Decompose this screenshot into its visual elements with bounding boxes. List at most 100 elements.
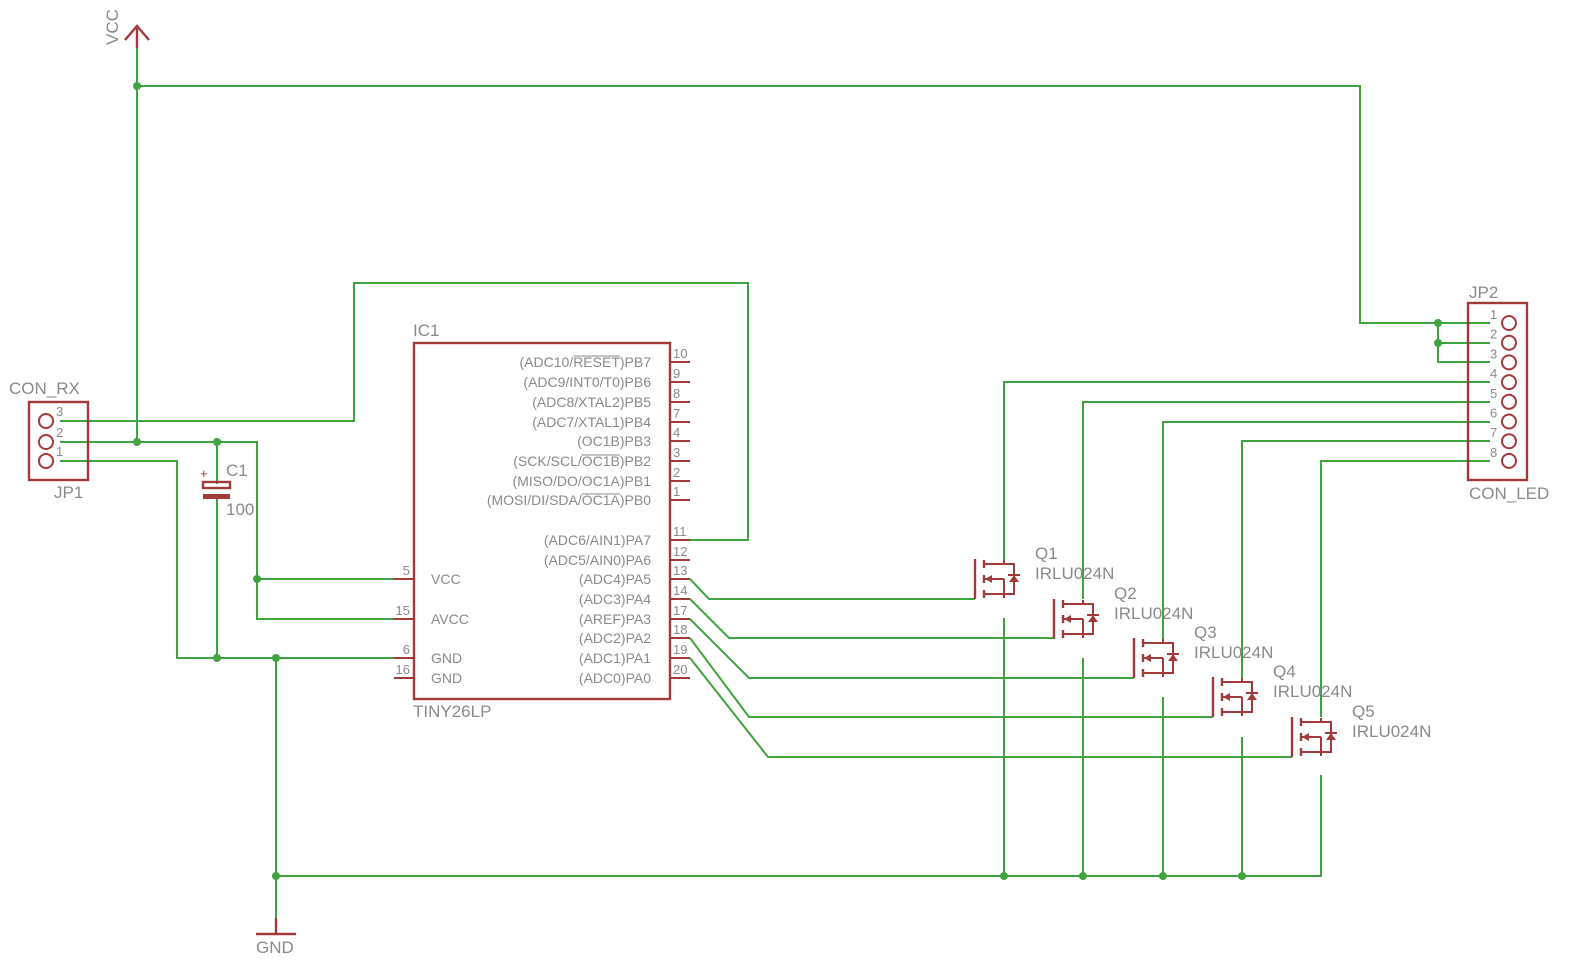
ic1-pin-number: 19 <box>673 642 687 657</box>
pa4-to-q2-wire <box>689 598 1054 639</box>
ic1-pin-label: (ADC9/INT0/T0)PB6 <box>523 374 651 390</box>
q3-drain-wire <box>1162 421 1490 639</box>
ic1-pin-number: 13 <box>673 563 687 578</box>
ic1-pin-number: 6 <box>403 642 410 657</box>
jp1-connector: CON_RX 3 2 1 JP1 <box>9 379 90 502</box>
jp2-pin-circle <box>1501 334 1517 351</box>
wires <box>60 48 1490 918</box>
ic1-pin-number: 1 <box>673 484 680 499</box>
gnd-rail-wire <box>276 775 1322 877</box>
jp2-pin-circle <box>1501 354 1517 371</box>
mosfet-ref: Q1 <box>1035 544 1058 563</box>
jp2-pin-circle <box>1501 393 1517 410</box>
mosfet-part: IRLU024N <box>1273 682 1352 701</box>
jp1-body <box>27 400 90 482</box>
jp2-pin3-wire <box>1437 343 1490 363</box>
gnd-label: GND <box>256 938 294 957</box>
ic1-pin-number: 14 <box>673 583 687 598</box>
junctions <box>133 82 1442 880</box>
mosfet-arrow-icon <box>1223 693 1230 701</box>
jp2-pin-number: 8 <box>1490 445 1497 460</box>
ic1-pin-label: (ADC4)PA5 <box>579 571 651 587</box>
ic1-pin-number: 17 <box>673 603 687 618</box>
ic1-pin-number: 12 <box>673 544 687 559</box>
ic1-pin-number: 9 <box>673 366 680 381</box>
jp1-pin1-circle <box>38 453 54 469</box>
ic1-pin-label: GND <box>431 650 462 666</box>
ic1-pin-label: (ADC5/AIN0)PA6 <box>544 552 651 568</box>
jp2-pin-number: 6 <box>1490 406 1497 421</box>
c1-plus-sign: + <box>200 466 208 481</box>
ic1-right-pins: 10(ADC10/RESET)PB79(ADC9/INT0/T0)PB68(AD… <box>487 346 690 686</box>
pa5-to-q1-wire <box>689 578 975 600</box>
jp1-gnd-wire <box>60 460 396 659</box>
ic1-pin-number: 2 <box>673 465 680 480</box>
ic1-pin-label: (OC1B)PB3 <box>577 433 651 449</box>
ic1-pin-number: 7 <box>673 406 680 421</box>
ic1-pin-number: 18 <box>673 622 687 637</box>
jp2-pin-circle <box>1501 413 1517 430</box>
ic1-pin-label: (ADC0)PA0 <box>579 670 651 686</box>
ic1-pin-number: 15 <box>396 603 410 618</box>
mosfet-ref: Q3 <box>1194 623 1217 642</box>
ic1-pin-number: 11 <box>673 524 687 539</box>
q2-drain-wire <box>1082 401 1490 599</box>
jp1-pin-num: 3 <box>56 404 63 419</box>
vcc-symbol: VCC <box>103 9 150 48</box>
ic1-part: TINY26LP <box>413 702 491 721</box>
mosfet-ref: Q5 <box>1352 702 1375 721</box>
ic1-chip: IC1 TINY26LP 10(ADC10/RESET)PB79(ADC9/IN… <box>394 321 690 721</box>
mosfet-ref: Q4 <box>1273 662 1296 681</box>
mosfet-ref: Q2 <box>1114 584 1137 603</box>
mosfet-diode-icon <box>1168 654 1178 661</box>
c1-ref: C1 <box>226 461 248 480</box>
ic1-pin-label: (ADC2)PA2 <box>579 630 651 646</box>
jp2-pin-circle <box>1501 433 1517 450</box>
c1-plate-top <box>201 480 232 490</box>
jp2-pin-circle <box>1501 374 1517 391</box>
ic1-pin-label: (ADC1)PA1 <box>579 650 651 666</box>
gnd-bar-icon <box>256 918 296 936</box>
jp2-name: CON_LED <box>1469 484 1549 503</box>
q4-drain-wire <box>1241 440 1490 678</box>
jp1-pin-num: 1 <box>56 444 63 459</box>
jp1-pin3-circle <box>38 413 54 429</box>
q1-drain-wire <box>1003 381 1490 560</box>
ic1-pin-label: (ADC7/XTAL1)PB4 <box>532 414 651 430</box>
q5-drain-wire <box>1320 460 1490 717</box>
mosfet-part: IRLU024N <box>1194 643 1273 662</box>
ic1-pin-number: 3 <box>673 445 680 460</box>
jp2-body <box>1466 301 1529 482</box>
pa3-to-q3-wire <box>689 618 1134 679</box>
mosfet-diode-icon <box>1247 693 1257 700</box>
c1-plate-bottom <box>203 494 230 499</box>
ic1-pin-label: (ADC8/XTAL2)PB5 <box>532 394 651 410</box>
pa1-to-q5-wire <box>689 657 1292 758</box>
c1-value: 100 <box>226 500 254 519</box>
ic1-pin-label: (SCK/SCL/OC1B)PB2 <box>513 453 651 469</box>
ic1-body <box>412 341 672 701</box>
jp1-pin2-circle <box>38 434 54 450</box>
ic1-pin-number: 4 <box>673 425 680 440</box>
jp2-pin-number: 3 <box>1490 346 1497 361</box>
mosfet-diode-icon <box>1326 733 1336 740</box>
ic1-pin-label: AVCC <box>431 611 469 627</box>
ic1-pin-number: 16 <box>396 662 410 677</box>
jp1-vcc-wire <box>60 441 396 620</box>
ic1-pin-label: (ADC6/AIN1)PA7 <box>544 532 651 548</box>
mosfet-arrow-icon <box>1144 654 1151 662</box>
vcc-label: VCC <box>103 9 122 45</box>
jp1-pin-num: 2 <box>56 425 63 440</box>
jp1-ref: JP1 <box>54 483 83 502</box>
jp2-pin-number: 5 <box>1490 386 1497 401</box>
gnd-symbol: GND <box>256 918 296 957</box>
mosfet-group: Q1IRLU024NQ2IRLU024NQ3IRLU024NQ4IRLU024N… <box>973 544 1431 757</box>
ic1-pin-number: 5 <box>403 563 410 578</box>
